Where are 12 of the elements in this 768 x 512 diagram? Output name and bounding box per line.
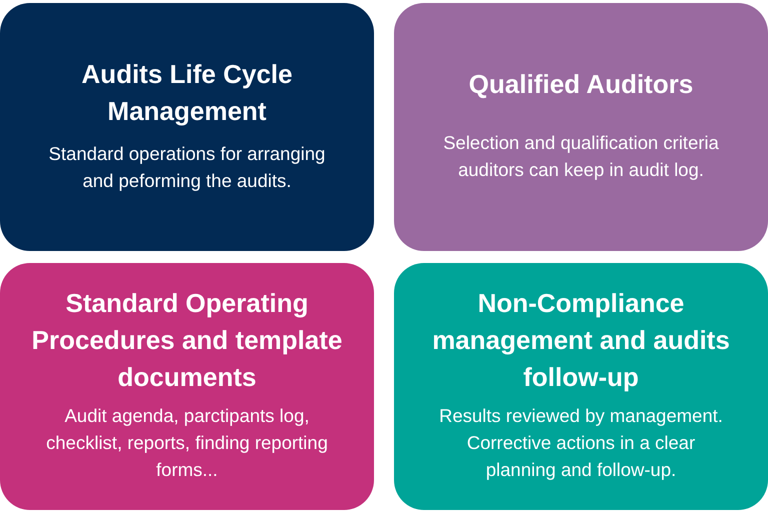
card-heading: Audits Life Cycle Management [80,58,294,128]
card-description: Audit agenda, parctipants log, checklist, reports, finding reporting forms... [45,404,329,482]
info-card [0,263,374,510]
card-heading: Non-Compliance management and audits follow-up [431,286,731,394]
card-heading: Qualified Auditors [468,68,694,100]
card-description: Selection and qualification criteria auditors can keep in audit log. [442,130,720,182]
card-description: Standard operations for arranging and peforming the audits. [48,142,326,193]
card-heading: Standard Operating Procedures and template documents [30,286,344,394]
info-card [394,3,768,251]
card-description: Results reviewed by management. Corrective actions in a clear planning and follow-up. [438,404,724,482]
info-card [0,3,374,251]
info-card [394,263,768,510]
